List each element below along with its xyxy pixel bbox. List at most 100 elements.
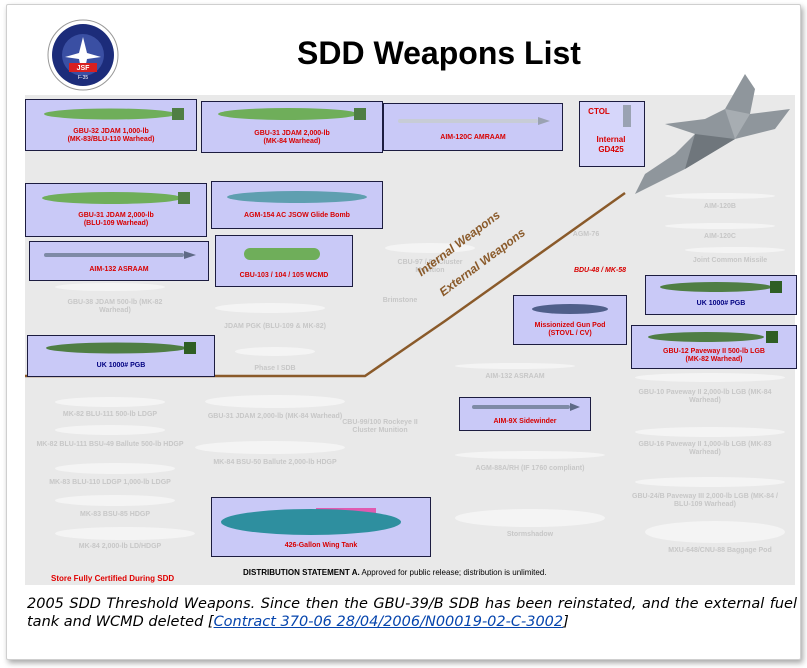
ghost-weapon [635, 477, 785, 487]
f35-aircraft-icon [635, 74, 790, 194]
ghost-weapon [455, 363, 575, 369]
wcmd-icon [244, 248, 320, 260]
ctol-line1: Internal [596, 135, 626, 144]
ghost-weapon [235, 347, 315, 356]
ghost-weapon [55, 283, 165, 291]
ghost-label: MK-84 BSU-50 Ballute 2,000-lb HDGP [213, 459, 337, 466]
weapon-box: CBU-103 / 104 / 105 WCMD [215, 235, 353, 287]
weapon-label: AGM-154 AC JSOW Glide Bomb [244, 212, 350, 219]
ghost-label: GBU-10 Paveway II 2,000-lb LGB (MK-84 Wa… [638, 389, 772, 404]
ghost-weapon [55, 425, 165, 435]
page-title: SDD Weapons List [297, 35, 581, 71]
caption-text: 2005 SDD Threshold Weapons. Since then t… [27, 596, 797, 630]
contract-link[interactable]: Contract 370-06 28/04/2006/N00019-02-C-3… [213, 614, 564, 630]
weapon-label: CBU-103 / 104 / 105 WCMD [239, 272, 329, 279]
ctol-gun-box [579, 101, 645, 167]
certified-note: Store Fully Certified During SDD [51, 574, 175, 583]
ghost-label: Phase I SDB [254, 365, 296, 372]
bdu-label: BDU-48 / MK-58 [573, 267, 627, 274]
bomb-icon [42, 192, 190, 204]
weapon-box: GBU-31 JDAM 2,000-lb (BLU-109 Warhead) [25, 183, 207, 237]
weapon-sublabel: (MK-82 Warhead) [685, 356, 743, 363]
ghost-weapon [205, 395, 345, 408]
ghost-label: GBU-31 JDAM 2,000-lb (MK-84 Warhead) [207, 413, 343, 420]
caption-end: ] [563, 614, 569, 630]
weapon-sublabel: (MK-83/BLU-110 Warhead) [67, 136, 155, 143]
weapon-box: GBU-32 JDAM 1,000-lb (MK-83/BLU-110 Warh… [25, 99, 197, 151]
ctol-title: CTOL [588, 107, 610, 116]
logo-model: F-35 [77, 75, 89, 81]
ghost-weapon [195, 441, 345, 454]
ghost-weapon [55, 463, 175, 474]
ghost-label: MK-83 BLU-110 LDGP 1,000-lb LDGP [49, 479, 171, 486]
weapon-label: GBU-12 Paveway II 500-lb LGB [663, 348, 765, 355]
ctol-line2: GD425 [598, 145, 624, 154]
ghost-weapon [685, 247, 785, 253]
missile-icon [398, 117, 550, 125]
weapon-box: AGM-154 AC JSOW Glide Bomb [211, 181, 383, 229]
ghost-weapon [385, 243, 475, 253]
ghost-label: CBU-99/100 Rockeye II Cluster Munition [342, 419, 418, 434]
missile-icon [472, 403, 580, 411]
ghost-label: GBU-16 Paveway II 1,000-lb LGB (MK-83 Wa… [638, 441, 772, 456]
distribution-text: Approved for public release; distributio… [361, 568, 547, 577]
ghost-label: Joint Common Missile [692, 257, 768, 264]
weapon-sublabel: (STOVL / CV) [548, 330, 592, 337]
weapon-box: GBU-31 JDAM 2,000-lb (MK-84 Warhead) [201, 101, 383, 153]
ghost-weapon [455, 509, 605, 527]
figure-card: JSF F-35 SDD Weapons List GBU-38 JDAM 50… [6, 4, 801, 660]
distribution-title: DISTRIBUTION STATEMENT A. [243, 568, 360, 577]
slide: JSF F-35 SDD Weapons List GBU-38 JDAM 50… [19, 13, 799, 586]
ghost-weapon [645, 521, 785, 543]
weapon-sublabel: (MK-84 Warhead) [263, 138, 321, 145]
weapon-label: 426-Gallon Wing Tank [284, 542, 358, 549]
ghost-weapon [55, 397, 165, 407]
gun-icon [623, 105, 631, 127]
weapon-label: GBU-31 JDAM 2,000-lb [78, 212, 154, 219]
fuel-tank-icon [221, 508, 401, 535]
ghost-label: CBU-97 / 89 Cluster Munition [397, 259, 463, 274]
ghost-label: AGM-76 [572, 231, 600, 238]
ghost-weapon [635, 373, 785, 382]
ghost-weapon [635, 427, 785, 437]
ghost-weapon [215, 303, 325, 313]
ghost-label: MXU-648/CNU-88 Baggage Pod [668, 547, 772, 554]
bomb-icon [660, 281, 782, 293]
ghost-label: MK-84 2,000-lb LD/HDGP [78, 543, 162, 550]
glide-bomb-icon [227, 191, 367, 203]
figure-caption: 2005 SDD Threshold Weapons. Since then t… [27, 595, 797, 631]
weapon-box: UK 1000# PGB [27, 335, 215, 377]
weapon-label: AIM-132 ASRAAM [89, 266, 149, 273]
weapon-sublabel: (BLU-109 Warhead) [83, 220, 149, 227]
weapon-label: UK 1000# PGB [696, 300, 746, 307]
weapon-box: GBU-12 Paveway II 500-lb LGB (MK-82 Warh… [631, 325, 797, 369]
weapon-label: AIM-9X Sidewinder [493, 418, 557, 425]
ghost-weapon [55, 495, 175, 506]
ghost-label: GBU-38 JDAM 500-lb (MK-82 Warhead) [67, 299, 163, 314]
ghost-label: MK-82 BLU-111 BSU-49 Ballute 500-lb HDGP [36, 441, 184, 448]
missile-icon [44, 251, 196, 259]
ghost-label: AGM-88A/RH (IF 1760 compliant) [475, 465, 585, 472]
bomb-icon [44, 108, 184, 120]
ghost-label: MK-83 BSU-85 HDGP [79, 511, 150, 518]
weapon-box: UK 1000# PGB [645, 275, 797, 315]
ghost-weapon [665, 223, 775, 229]
bomb-icon [218, 108, 366, 120]
weapon-box: AIM-120C AMRAAM [383, 103, 563, 151]
weapon-label: GBU-31 JDAM 2,000-lb [254, 130, 330, 137]
weapon-label: Missionized Gun Pod [534, 322, 606, 329]
weapon-box: 426-Gallon Wing Tank [211, 497, 431, 557]
weapons-field: GBU-38 JDAM 500-lb (MK-82 Warhead) JDAM … [25, 74, 797, 585]
weapon-label: UK 1000# PGB [96, 362, 146, 369]
logo-mark: JSF [76, 65, 90, 72]
jsf-logo [47, 19, 119, 91]
ghost-weapon [55, 527, 195, 540]
weapon-box: AIM-132 ASRAAM [29, 241, 209, 281]
ghost-weapon [455, 451, 605, 459]
ghost-label: Brimstone [382, 297, 418, 304]
bomb-icon [648, 331, 778, 343]
gun-pod-icon [532, 304, 608, 314]
bomb-icon [46, 342, 196, 354]
weapon-label: AIM-120C AMRAAM [440, 134, 506, 141]
ghost-label: AIM-120C [704, 233, 736, 240]
